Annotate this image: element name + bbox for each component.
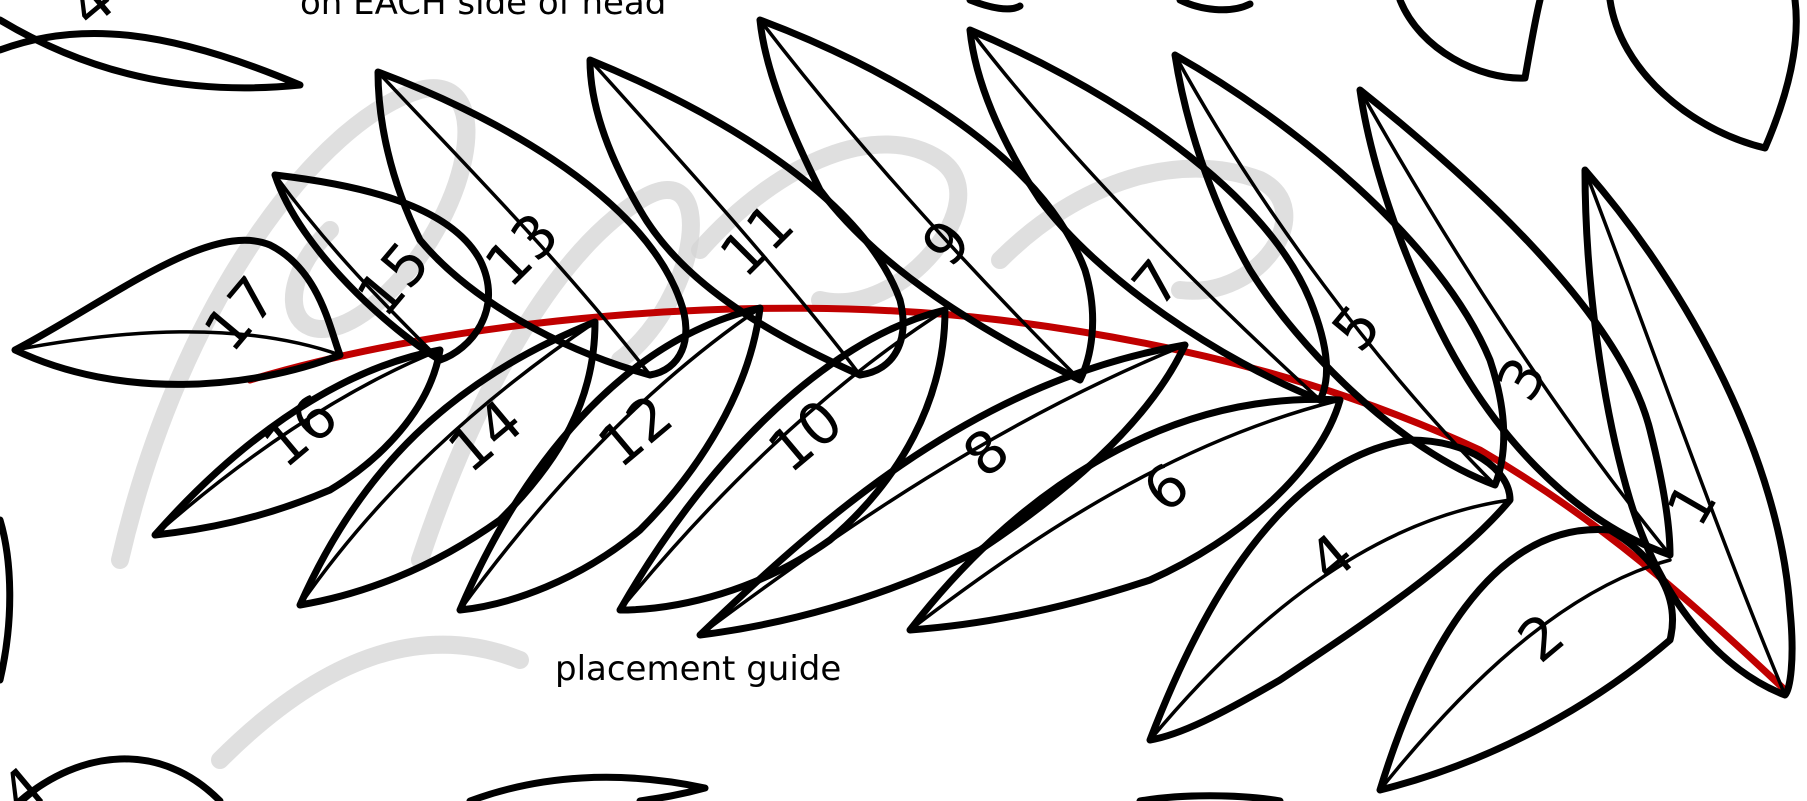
leaf-label-11: 11 bbox=[707, 190, 807, 290]
partial-leaf-top-right-b bbox=[1610, 0, 1796, 148]
partial-leaf-top-left bbox=[0, 20, 300, 88]
leaf-5 bbox=[1175, 55, 1504, 485]
header-text-partial: on EACH side of head bbox=[300, 0, 666, 23]
partial-leaf-top-mid-a bbox=[970, 0, 1020, 9]
leaf-4 bbox=[1150, 440, 1510, 740]
leaf-number-labels: 1 2 3 4 5 6 7 8 9 10 11 12 13 14 15 16 1… bbox=[0, 0, 1731, 801]
partial-leaf-top-mid-b bbox=[1180, 0, 1250, 10]
leaf-label-7: 7 bbox=[1119, 247, 1195, 319]
leaf-label-2: 2 bbox=[1505, 600, 1577, 676]
leaf-label-16: 16 bbox=[250, 381, 350, 481]
partial-leaf-bottom-right bbox=[1140, 796, 1280, 801]
leaf-label-10: 10 bbox=[755, 386, 855, 486]
leaf-1 bbox=[1585, 170, 1792, 695]
leaf-label-17: 17 bbox=[191, 264, 291, 364]
partial-leaf-bottom-mid bbox=[470, 777, 705, 801]
leaf-label-5: 5 bbox=[1319, 292, 1395, 364]
partial-leaf-top-right-a bbox=[1400, 0, 1540, 78]
partial-leaf-left-edge bbox=[0, 520, 10, 680]
placement-guide-caption: placement guide bbox=[555, 649, 841, 689]
leaf-2 bbox=[1380, 529, 1673, 790]
leaf-label-6: 6 bbox=[1130, 450, 1202, 526]
